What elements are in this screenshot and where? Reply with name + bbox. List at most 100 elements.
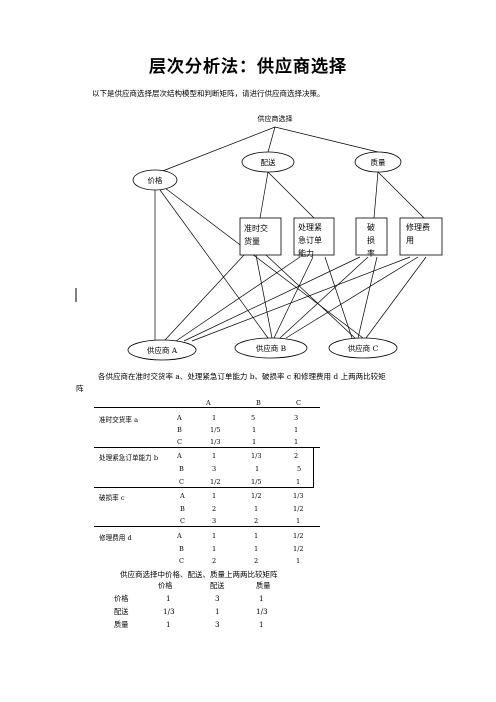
cell: 1: [294, 426, 299, 434]
cell: 1: [296, 478, 301, 486]
matrix-row-name: 配送: [114, 607, 129, 616]
damage-label-3: 率: [367, 248, 375, 258]
matrix-cell: 3: [215, 594, 220, 603]
matrix-header: 配送: [210, 581, 225, 590]
cell: 1/3: [293, 492, 304, 500]
cell: 1: [212, 545, 217, 553]
criterion-delivery-node: [241, 151, 295, 173]
alternative-b-label: 供应商 B: [256, 343, 287, 353]
cell: 1: [254, 505, 259, 513]
cell: 2: [254, 517, 259, 525]
cell: 1/3: [251, 452, 262, 460]
table-rule-1: [94, 447, 320, 448]
row-name: B: [180, 505, 185, 513]
cell: 1: [212, 492, 217, 500]
matrix-cell: 1: [166, 594, 171, 603]
matrix-row-name: 质量: [114, 620, 129, 629]
cell: 2: [212, 505, 217, 513]
row-name: B: [177, 426, 182, 434]
subcriterion-on-time-node: [239, 217, 282, 256]
row-name: B: [179, 465, 184, 473]
cell: 1: [296, 517, 301, 525]
cell: 1: [212, 532, 217, 540]
damage-label-1: 破: [367, 222, 375, 232]
row-name: B: [179, 545, 184, 553]
criterion-quality-node: [354, 151, 402, 173]
matrix-cell: 1: [259, 620, 264, 629]
urgent-label-2: 急订单: [298, 235, 322, 245]
urgent-label-3: 能力: [298, 248, 314, 258]
criterion-price-label: 价格: [148, 175, 163, 185]
row-name: C: [177, 438, 183, 446]
row-name: A: [177, 532, 182, 540]
cell: 1/2: [251, 492, 262, 500]
cell: 1/2: [293, 545, 304, 553]
cell: 5: [251, 414, 256, 422]
table-rule-3: [94, 526, 320, 527]
subcriterion-urgent-node: [293, 217, 335, 256]
cell: 1: [212, 452, 217, 460]
cell: 1/5: [210, 426, 221, 434]
cell: 1: [212, 414, 217, 422]
matrix-header: 质量: [256, 581, 271, 590]
page-title: 层次分析法：供应商选择: [149, 57, 347, 77]
table-header-b: B: [256, 399, 261, 407]
matrix-cell: 3: [215, 620, 220, 629]
repair-label-2: 用: [406, 236, 414, 245]
matrix-header: 价格: [158, 581, 173, 590]
cell: 2: [212, 557, 217, 565]
row-name: C: [179, 478, 185, 486]
cell: 2: [254, 557, 259, 565]
comparison-intro: 各供应商在准时交货率 a、处理紧急订单能力 b、破损率 c 和修理费用 d 上两…: [98, 372, 386, 381]
matrix-cell: 1: [215, 607, 220, 616]
alternative-c-label: 供应商 C: [348, 343, 379, 353]
table-rule-2: [94, 487, 314, 488]
matrix-row-name: 价格: [114, 594, 129, 603]
row-name: A: [177, 414, 182, 422]
subcriterion-damage-node: [355, 217, 388, 256]
cell: 3: [212, 465, 217, 473]
table-side-rule: [313, 447, 314, 487]
matrix-cell: 1/3: [256, 607, 268, 616]
row-name: C: [179, 557, 185, 565]
matrix-cell: 1: [166, 620, 171, 629]
connector-lines: [75, 126, 427, 342]
cell: 1/3: [210, 438, 221, 446]
row-name: A: [180, 492, 185, 500]
goal-label: 供应商选择: [258, 114, 293, 123]
cell: 1: [296, 557, 301, 565]
cell: 1: [255, 465, 260, 473]
cell: 1: [254, 532, 259, 540]
damage-label-2: 损: [367, 235, 375, 245]
criterion-delivery-label: 配送: [261, 157, 276, 167]
cell: 1: [254, 545, 259, 553]
cell: 2: [294, 452, 299, 460]
comparison-intro-wrap: 阵: [76, 384, 84, 393]
on-time-label-1: 准时交: [244, 223, 268, 233]
criterion-price-node: [132, 169, 178, 191]
on-time-label-2: 货量: [244, 236, 260, 246]
cell: 1/2: [210, 478, 221, 486]
cell: 5: [297, 465, 302, 473]
cell: 3: [212, 517, 217, 525]
subcriterion-repair-node: [399, 217, 443, 256]
alternative-c-node: [328, 337, 398, 359]
cell: 1: [252, 438, 257, 446]
row-name: C: [180, 517, 186, 525]
alternative-a-label: 供应商 A: [147, 345, 178, 355]
cell: 1: [252, 426, 257, 434]
row-name: A: [177, 452, 182, 460]
table-header-c: C: [296, 399, 302, 407]
matrix-cell: 1/3: [163, 607, 175, 616]
block-label-c: 破损率 c: [99, 494, 125, 502]
urgent-label-1: 处理紧: [298, 222, 322, 232]
cell: 1/2: [293, 532, 304, 540]
cell: 3: [294, 414, 299, 422]
criterion-quality-label: 质量: [371, 157, 386, 167]
table-top-rule: [94, 407, 320, 408]
matrix-cell: 1: [259, 594, 264, 603]
cell: 1/5: [251, 478, 262, 486]
